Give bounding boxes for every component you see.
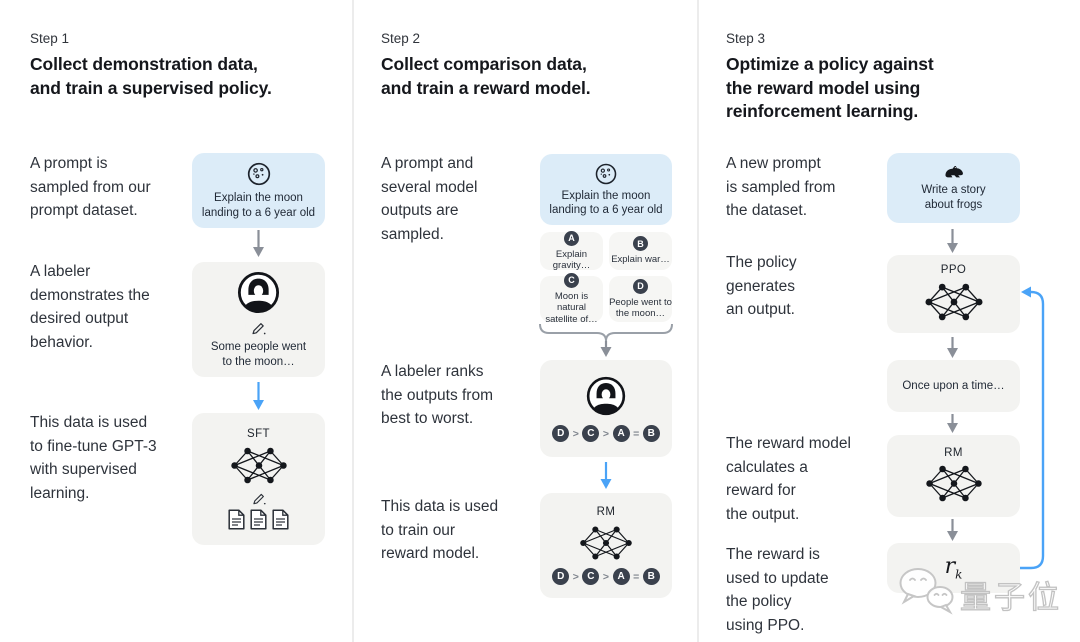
arrow-down-icon	[947, 519, 958, 541]
answer-text: Explain gravity…	[552, 248, 591, 272]
brace-icon	[539, 323, 673, 342]
moon-icon	[247, 162, 270, 186]
rm-label: RM	[944, 447, 963, 459]
step-3-paragraph-prompt: A new prompt is sampled from the dataset…	[726, 155, 836, 219]
step-1-label: Step 1	[30, 31, 70, 46]
labeler-avatar-icon	[586, 376, 626, 416]
reward-variable: r	[944, 554, 956, 580]
labeler-demo-text: Some people went to the moon…	[210, 341, 307, 368]
answer-card-d: D People went to the moon…	[609, 276, 672, 322]
prompt-card-frog: Write a story about frogs	[887, 153, 1020, 223]
watermark-brand-text: 量子位	[959, 579, 1062, 615]
rank-separator: =	[633, 427, 640, 440]
frog-icon	[944, 166, 963, 178]
step-2-title: Collect comparison data, and train a rew…	[381, 54, 591, 98]
rank-separator: >	[572, 570, 579, 583]
network-icon	[925, 465, 982, 502]
rm-label: RM	[596, 506, 616, 518]
reward-value: rk	[945, 554, 963, 581]
step-3-paragraph-policy: The policy generates an output.	[726, 254, 797, 318]
column-divider-2	[697, 0, 699, 642]
rank-chip: B	[642, 568, 660, 585]
ranking-row: D > C > A = B	[552, 568, 660, 585]
documents-row	[228, 509, 289, 530]
pencil-icon	[252, 493, 266, 505]
step-2-paragraph-prompt: A prompt and several model outputs are s…	[381, 155, 478, 243]
answer-card-c: C Moon is natural satellite of…	[540, 272, 603, 325]
answer-text: Explain war…	[611, 254, 670, 266]
sft-label: SFT	[247, 428, 270, 440]
labeler-rank-card: D > C > A = B	[540, 360, 672, 457]
step-1-title: Collect demonstration data, and train a …	[30, 54, 272, 98]
rm-model-card: RM	[887, 435, 1020, 517]
rank-separator: =	[633, 570, 640, 583]
sft-model-card: SFT	[192, 413, 325, 545]
arrow-down-blue-icon	[253, 382, 264, 410]
answer-card-a: A Explain gravity…	[540, 230, 603, 272]
step-2-label: Step 2	[381, 31, 421, 46]
rank-chip: C	[582, 425, 600, 442]
rank-chip: D	[552, 568, 570, 585]
rank-chip: C	[582, 568, 600, 585]
answer-text: People went to the moon…	[609, 296, 672, 320]
step-3-paragraph-reward: The reward model calculates a reward for…	[726, 435, 851, 523]
step-1-paragraph-data: This data is used to fine-tune GPT-3 wit…	[30, 414, 157, 502]
arrow-down-icon	[947, 414, 958, 433]
answer-text: Moon is natural satellite of…	[545, 290, 598, 325]
document-icon	[272, 509, 289, 530]
ranking-row: D > C > A = B	[552, 425, 660, 442]
arrow-down-icon	[947, 229, 958, 253]
arrow-down-blue-icon	[600, 462, 612, 489]
prompt-card-text: Write a story about frogs	[921, 184, 986, 211]
prompt-card-text: Explain the moon landing to a 6 year old	[201, 192, 316, 219]
prompt-card-moon: Explain the moon landing to a 6 year old	[192, 153, 325, 228]
pencil-icon	[252, 323, 266, 335]
column-divider-1	[352, 0, 354, 642]
labeler-demo-card: Some people went to the moon…	[192, 262, 325, 377]
answer-chip: B	[633, 236, 648, 252]
rank-chip: A	[612, 568, 630, 585]
rank-separator: >	[602, 427, 610, 440]
step-1-paragraph-labeler: A labeler demonstrates the desired outpu…	[30, 263, 150, 351]
output-card: Once upon a time…	[887, 360, 1020, 412]
wechat-icon	[899, 568, 954, 615]
answer-chip: D	[633, 278, 648, 294]
prompt-card-moon: Explain the moon landing to a 6 year old	[540, 154, 672, 225]
rank-chip: A	[612, 425, 630, 442]
step-3-label: Step 3	[726, 31, 766, 46]
network-icon	[580, 526, 632, 560]
ppo-label: PPO	[940, 264, 967, 276]
rank-separator: >	[602, 570, 610, 583]
document-icon	[228, 509, 245, 530]
ppo-model-card: PPO	[887, 255, 1020, 333]
output-text: Once upon a time…	[902, 379, 1005, 392]
answer-chip: A	[564, 230, 579, 246]
ppo-feedback-loop-arrow	[1020, 286, 1045, 570]
rm-model-card: RM D > C > A = B	[540, 493, 672, 598]
step-2-paragraph-labeler: A labeler ranks the outputs from best to…	[381, 363, 494, 427]
answer-card-b: B Explain war…	[609, 232, 672, 270]
moon-icon	[595, 163, 617, 184]
rank-chip: B	[642, 425, 660, 442]
step-3-paragraph-update: The reward is used to update the policy …	[726, 546, 829, 634]
arrow-down-icon	[947, 337, 958, 358]
rank-separator: >	[572, 427, 579, 440]
arrow-down-icon	[253, 230, 264, 257]
rank-chip: D	[552, 425, 570, 442]
network-icon	[924, 283, 983, 321]
labeler-avatar-icon	[237, 271, 280, 314]
document-icon	[250, 509, 267, 530]
step-2-paragraph-data: This data is used to train our reward mo…	[381, 498, 499, 562]
network-icon	[230, 447, 287, 484]
step-1-paragraph-prompt: A prompt is sampled from our prompt data…	[30, 155, 151, 219]
reward-subscript: k	[955, 567, 963, 582]
arrow-down-icon	[600, 341, 612, 357]
prompt-card-text: Explain the moon landing to a 6 year old	[549, 189, 663, 217]
answer-chip: C	[564, 272, 579, 288]
step-3-title: Optimize a policy against the reward mod…	[726, 54, 934, 121]
qbitai-watermark: 量子位	[896, 564, 1062, 617]
